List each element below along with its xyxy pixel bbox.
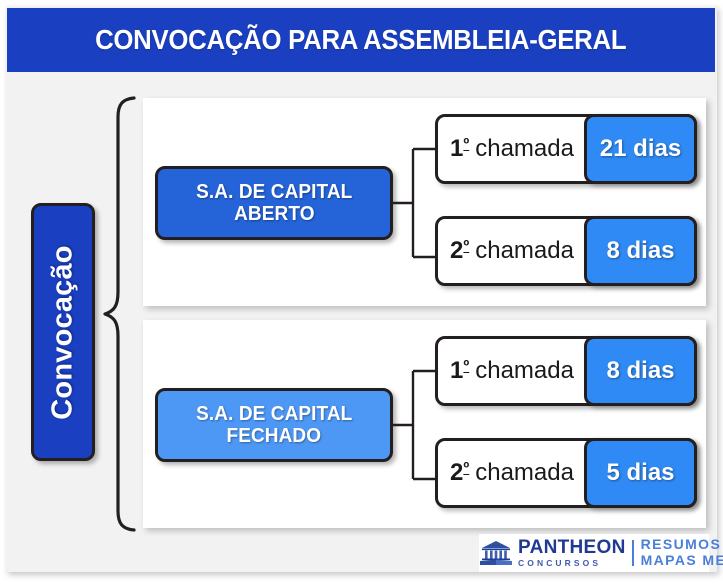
chamada-label: 2º chamada: [438, 441, 586, 505]
section-panel-capital-fechado: S.A. DE CAPITAL FECHADO 1º chamada 8 dia…: [143, 320, 706, 528]
tagline-line-1: RESUMOS &: [640, 536, 723, 553]
chamada-label: 2º chamada: [438, 219, 586, 283]
node-label-line2: ABERTO: [233, 203, 315, 225]
chamada-value-badge: 8 dias: [584, 216, 697, 286]
node-label-line1: S.A. DE CAPITAL: [195, 402, 353, 425]
chamada-value-badge: 21 dias: [584, 114, 697, 184]
row-chamada-2-fechado: 2º chamada 5 dias: [435, 438, 697, 508]
branch-connector-icon: [393, 369, 438, 481]
node-label-line1: S.A. DE CAPITAL: [195, 180, 353, 203]
chamada-word: chamada: [475, 135, 574, 162]
pantheon-temple-icon: [480, 541, 512, 565]
brand-subtitle: CONCURSOS: [518, 558, 602, 569]
big-curly-brace: [100, 94, 140, 534]
section-panel-capital-aberto: S.A. DE CAPITAL ABERTO 1º chamada 21 dia…: [143, 98, 706, 306]
chamada-value-text: 8 dias: [606, 237, 675, 264]
tagline-line-2: MAPAS MENTAIS: [640, 552, 723, 568]
curly-brace-icon: [103, 96, 136, 532]
root-label-convocacao: Convocação: [31, 203, 95, 461]
branch-connector-icon: [393, 147, 438, 259]
chamada-label: 1º chamada: [438, 117, 586, 181]
chamada-label: 1º chamada: [438, 339, 586, 403]
brand-name: PANTHEON: [518, 537, 626, 559]
chamada-ordinal: 1º: [450, 357, 470, 384]
row-chamada-1-aberto: 1º chamada 21 dias: [435, 114, 697, 184]
brand-wordmark: PANTHEON CONCURSOS: [518, 538, 626, 568]
chamada-word: chamada: [475, 237, 574, 264]
chamada-value-text: 8 dias: [606, 357, 675, 384]
node-label-line2: FECHADO: [226, 425, 322, 447]
chamada-value-text: 21 dias: [599, 135, 682, 162]
brand-logo: PANTHEON CONCURSOS RESUMOS & MAPAS MENTA…: [479, 534, 723, 572]
chamada-value-badge: 5 dias: [584, 438, 697, 508]
connector-bracket-fechado: [393, 340, 438, 510]
chamada-value-text: 5 dias: [606, 459, 675, 486]
node-sa-capital-fechado: S.A. DE CAPITAL FECHADO: [155, 388, 393, 462]
chamada-ordinal: 1º: [450, 135, 470, 162]
row-chamada-2-aberto: 2º chamada 8 dias: [435, 216, 697, 286]
page-title: CONVOCAÇÃO PARA ASSEMBLEIA-GERAL: [95, 24, 627, 55]
header-bar: CONVOCAÇÃO PARA ASSEMBLEIA-GERAL: [7, 8, 715, 72]
node-sa-capital-aberto: S.A. DE CAPITAL ABERTO: [155, 166, 393, 240]
chamada-ordinal: 2º: [450, 237, 470, 264]
chamada-word: chamada: [475, 459, 574, 486]
connector-bracket-aberto: [393, 118, 438, 288]
chamada-ordinal: 2º: [450, 459, 470, 486]
root-label-text: Convocação: [46, 244, 79, 420]
logo-divider: [631, 540, 634, 566]
brand-tagline: RESUMOS & MAPAS MENTAIS: [641, 537, 723, 568]
chamada-value-badge: 8 dias: [584, 336, 697, 406]
chamada-word: chamada: [475, 357, 574, 384]
row-chamada-1-fechado: 1º chamada 8 dias: [435, 336, 697, 406]
